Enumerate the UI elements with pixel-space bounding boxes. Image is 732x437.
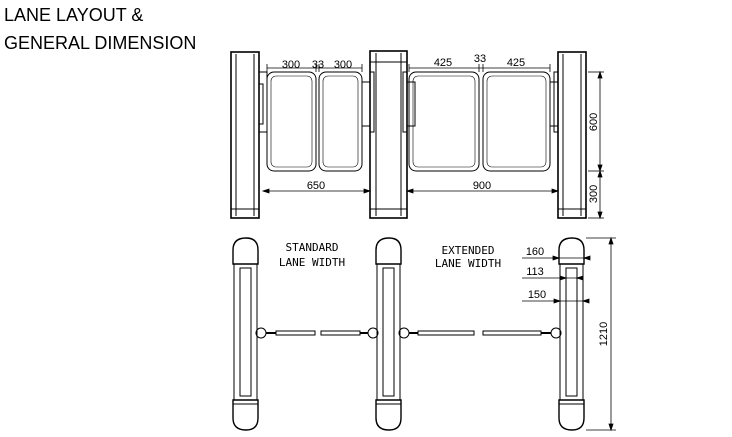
dim-ext-gap: 33	[474, 53, 486, 65]
dim-cabinet-width: 160	[526, 246, 544, 258]
dim-ext-panel-right: 425	[507, 57, 525, 69]
plan-glass-ext-right	[482, 330, 542, 336]
dim-cabinet-length: 1210	[598, 322, 610, 346]
glass-panel-ext-left	[408, 71, 480, 172]
plan-cabinet-left	[232, 237, 276, 431]
dim-base-height: 300	[588, 185, 600, 203]
elevation-height-dimension	[588, 70, 604, 220]
label-standard-line2: LANE WIDTH	[279, 256, 345, 269]
plan-dimension-lines	[522, 236, 616, 432]
dim-inner-width: 113	[526, 266, 544, 278]
elevation-view: 300 33 300 425 33 425 650 900 600 300	[230, 50, 604, 220]
glass-panel-std-left	[266, 71, 317, 172]
glass-panel-std-right	[318, 71, 363, 172]
elevation-cabinet-middle	[361, 50, 416, 219]
elevation-top-dimension-lines	[266, 64, 551, 72]
glass-panel-ext-right	[482, 71, 551, 172]
plan-view: STANDARD LANE WIDTH EXTENDED LANE WIDTH …	[232, 236, 616, 432]
title-line-1: LANE LAYOUT &	[4, 5, 144, 25]
plan-glass-std-left	[275, 330, 316, 336]
plan-cabinet-right	[541, 237, 585, 431]
dim-std-gap: 33	[312, 59, 324, 71]
dim-ext-lane: 900	[473, 180, 491, 192]
label-extended-line2: LANE WIDTH	[435, 257, 501, 270]
dim-body-width: 150	[528, 289, 546, 301]
dim-std-panel-right: 300	[334, 59, 352, 71]
plan-glass-ext-left	[417, 330, 475, 336]
elevation-cabinet-right	[549, 51, 587, 219]
dim-panel-height: 600	[588, 113, 600, 131]
dim-std-lane: 650	[307, 180, 325, 192]
elevation-lane-dimensions	[261, 188, 560, 194]
plan-cabinet-middle	[360, 237, 418, 431]
dim-std-panel-left: 300	[282, 59, 300, 71]
label-extended-line1: EXTENDED	[442, 244, 495, 257]
elevation-cabinet-left	[230, 51, 268, 219]
label-standard-line1: STANDARD	[286, 241, 339, 254]
plan-glass-std-right	[320, 330, 361, 336]
dim-ext-panel-left: 425	[434, 57, 452, 69]
title-line-2: GENERAL DIMENSION	[4, 33, 197, 53]
